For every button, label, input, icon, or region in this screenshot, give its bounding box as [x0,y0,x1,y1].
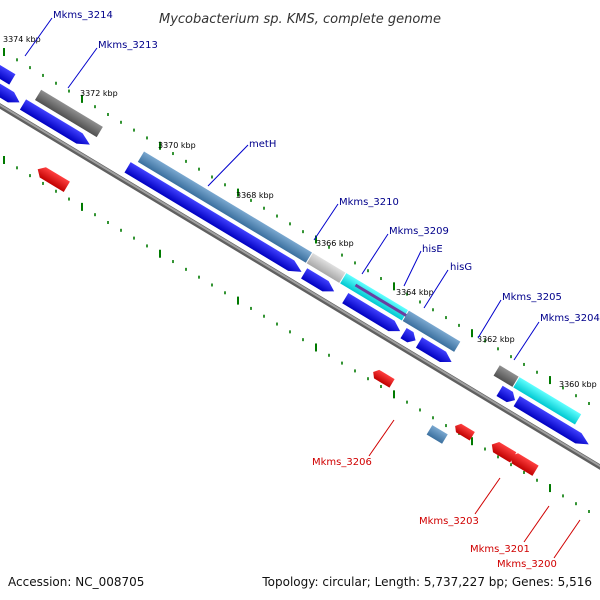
gene-label-mkms-3214[interactable]: Mkms_3214 [53,10,113,21]
forward-gene-row [0,77,592,450]
tick-track-inner [3,156,590,514]
gene-block[interactable] [34,89,103,138]
gene-track [0,63,592,476]
gene-block[interactable] [0,77,23,108]
gene-label-mkms-3205[interactable]: Mkms_3205 [502,292,562,303]
gene-label-hise[interactable]: hisE [422,244,443,255]
tick-label: 3370 kbp [158,141,196,150]
gene-label-mkms-3206[interactable]: Mkms_3206 [312,457,372,468]
gene-label-mkms-3210[interactable]: Mkms_3210 [339,197,399,208]
tick-label: 3364 kbp [396,288,434,297]
gene-block[interactable] [0,63,16,85]
reverse-gene-labels [368,419,581,559]
topology-text: Topology: circular; Length: 5,737,227 bp… [261,575,592,589]
gene-block[interactable] [496,385,518,406]
gene-block[interactable] [400,328,418,345]
gene-block[interactable] [508,451,539,476]
gene-block[interactable] [137,151,313,263]
gene-block[interactable] [371,368,395,388]
gene-block[interactable] [35,164,70,192]
gene-block[interactable] [301,268,337,296]
tick-label: 3372 kbp [80,89,118,98]
gene-block[interactable] [124,162,304,277]
gene-block[interactable] [453,422,475,441]
gene-label-mkms-3209[interactable]: Mkms_3209 [389,226,449,237]
tick-track-outer [3,48,590,406]
tick-label: 3368 kbp [236,191,274,200]
gene-block[interactable] [426,425,448,444]
gene-block[interactable] [354,283,408,318]
accession-text: Accession: NC_008705 [8,575,144,589]
gene-label-hisg[interactable]: hisG [450,262,472,273]
gene-label-mkms-3203[interactable]: Mkms_3203 [419,516,479,527]
genome-backbone [0,103,600,470]
gene-block[interactable] [342,292,403,336]
gene-label-meth[interactable]: metH [249,139,276,150]
reverse-gene-row [35,164,539,476]
tick-label: 3360 kbp [559,380,597,389]
tick-label: 3362 kbp [477,335,515,344]
forward-gene-upper-row [0,63,582,425]
gene-block[interactable] [402,310,461,352]
forward-gene-labels [24,17,540,361]
gene-block[interactable] [415,337,455,367]
gene-label-mkms-3200[interactable]: Mkms_3200 [497,559,557,570]
gene-block[interactable] [513,377,582,425]
tick-label: 3374 kbp [3,35,41,44]
gene-label-mkms-3201[interactable]: Mkms_3201 [470,544,530,555]
gene-block[interactable] [306,253,346,283]
tick-label: 3366 kbp [316,239,354,248]
gene-label-mkms-3213[interactable]: Mkms_3213 [98,40,158,51]
gene-block[interactable] [513,395,592,450]
tick-labels: 3374 kbp 3372 kbp 3370 kbp 3368 kbp 3366… [3,35,597,389]
gene-block[interactable] [493,365,519,387]
gene-block[interactable] [19,99,93,149]
gene-block[interactable] [489,439,517,463]
map-title: Mycobacterium sp. KMS, complete genome [159,12,441,27]
gene-label-mkms-3204[interactable]: Mkms_3204 [540,313,600,324]
